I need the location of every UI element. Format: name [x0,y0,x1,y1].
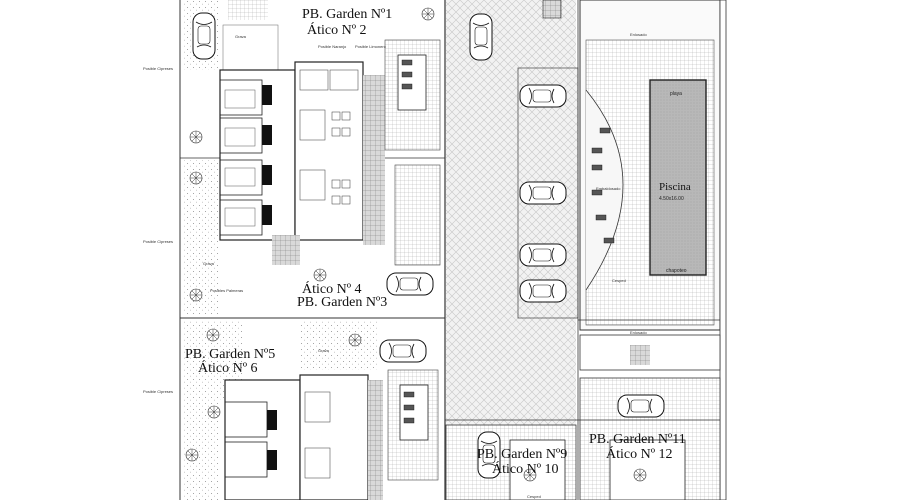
grava-label: Grava [235,34,247,39]
limonero-label: Posible Limonero [355,44,387,49]
pool-size: 4.50x16.00 [659,196,684,202]
dwelling-block-upper [219,61,385,265]
unit-1-garden-label: PB. Garden Nº1 [302,7,392,22]
pool-playa-label: playa [670,91,682,97]
unit-12-atico-label: Ático Nº 12 [606,445,673,462]
cipreses-label-3: Posible Cipreses [143,389,173,394]
pool-name: Piscina [659,181,691,193]
cesped-label-low: Cesped [527,494,541,499]
unit-6-atico-label: Ático Nº 6 [198,359,258,376]
pool [649,79,707,276]
unit-5-garden-label: PB. Garden Nº5 [185,347,275,362]
unit-11-garden-label: PB. Garden Nº11 [589,432,686,447]
enlosado-label-mid: Enlosado [630,330,647,335]
grava-label-low: Grava [318,348,330,353]
palmeras-label: Posibles Palmeras [210,288,243,293]
cipreses-label-2: Posible Cipreses [143,239,173,244]
cesped-label: Cesped [612,278,626,283]
unit-4-atico-label: Ático Nº 4 [302,280,362,297]
unit-9-garden-label: PB. Garden Nº9 [477,447,567,462]
unit-10-atico-label: Ático Nº 10 [492,460,559,477]
grava-label-mid: Grava [203,261,215,266]
naranjo-label: Posible Naranjo [318,44,347,49]
dwelling-block-lower [224,369,439,500]
pool-chapoteo-label: chapoteo [666,268,687,274]
unit-2-atico-label: Ático Nº 2 [307,21,367,38]
unit-3-garden-label: PB. Garden Nº3 [297,295,387,310]
embaldosado-label: Embaldosado [596,186,621,191]
enlosado-label-top: Enlosado [630,32,647,37]
cipreses-label-1: Posible Cipreses [143,66,173,71]
